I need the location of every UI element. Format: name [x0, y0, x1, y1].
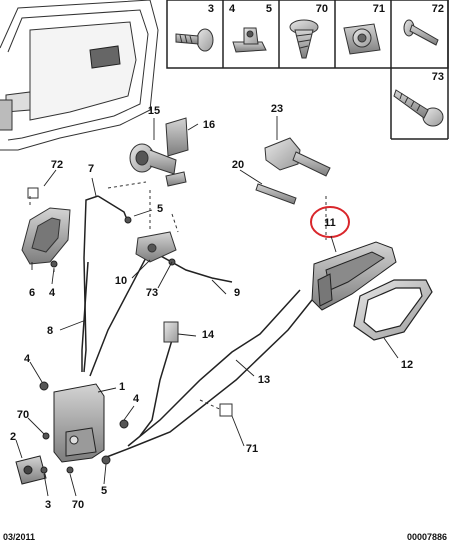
- fasteners-illustration: [39, 216, 176, 474]
- table-label-3: 3: [208, 3, 214, 15]
- table-label-71: 71: [373, 3, 385, 15]
- callout-10: 10: [115, 275, 127, 287]
- marker-squares: [219, 403, 233, 417]
- callout-4-lower: 4: [133, 393, 140, 405]
- lock-cylinder-15-illustration: [129, 143, 187, 187]
- rivet-72-icon: [403, 19, 439, 46]
- callout-70-bottom: 70: [72, 499, 84, 511]
- callout-13: 13: [258, 374, 270, 386]
- table-label-5: 5: [266, 3, 272, 15]
- parts-table-numbers: 3 4 5 70 71 72 73: [208, 3, 444, 83]
- callout-4-upper: 4: [49, 287, 56, 299]
- clip-2-illustration: [15, 455, 47, 485]
- callout-70-left: 70: [17, 409, 29, 421]
- callout-20: 20: [232, 159, 244, 171]
- rods-and-cables: [81, 195, 321, 459]
- callout-9: 9: [234, 287, 240, 299]
- highlight-ring: [310, 206, 350, 238]
- callout-4-middle: 4: [24, 353, 31, 365]
- callout-72: 72: [51, 159, 63, 171]
- key-23-illustration: [264, 137, 331, 177]
- callout-11: 11: [324, 217, 336, 229]
- callout-5-lower: 5: [101, 485, 107, 497]
- table-label-70: 70: [316, 3, 328, 15]
- callout-71: 71: [246, 443, 258, 455]
- callout-2: 2: [10, 431, 16, 443]
- footer-reference: 00007886: [406, 532, 447, 542]
- callout-73: 73: [146, 287, 158, 299]
- callout-12: 12: [401, 359, 413, 371]
- table-label-73: 73: [432, 71, 444, 83]
- key-blade-20-illustration: [255, 183, 297, 205]
- door-panel-illustration: [0, 0, 159, 151]
- clip-4-5-icon: [232, 27, 267, 53]
- callout-labels: 23 15 16 72 7 20 5 11 6 4 10 73 9 8 14 1…: [10, 103, 413, 511]
- screw-3-icon: [175, 28, 214, 52]
- inside-handle-11-illustration: [311, 241, 397, 311]
- table-label-72: 72: [432, 3, 444, 15]
- footer-date: 03/2011: [3, 532, 36, 542]
- callout-6: 6: [29, 287, 35, 299]
- callout-16: 16: [203, 119, 215, 131]
- callout-14: 14: [202, 329, 215, 341]
- leader-lines: [15, 116, 399, 497]
- nut-71-icon: [343, 23, 381, 55]
- screw-73-icon: [393, 89, 444, 127]
- parts-table: [166, 0, 449, 140]
- callout-3: 3: [45, 499, 51, 511]
- callout-23: 23: [271, 103, 283, 115]
- dashed-routes: [29, 181, 327, 413]
- door-lock-1-illustration: [53, 383, 105, 463]
- bracket-16-illustration: [165, 117, 189, 157]
- connector-14-illustration: [163, 321, 179, 343]
- mechanism-10-illustration: [135, 231, 177, 263]
- table-label-4: 4: [229, 3, 236, 15]
- callout-8: 8: [47, 325, 53, 337]
- callout-1: 1: [119, 381, 125, 393]
- callout-7: 7: [88, 163, 94, 175]
- exterior-handle-6-illustration: [21, 187, 71, 265]
- callout-5-upper: 5: [157, 203, 163, 215]
- bezel-12-illustration: [353, 279, 433, 341]
- callout-15: 15: [148, 105, 160, 117]
- screw-70-icon: [289, 19, 319, 59]
